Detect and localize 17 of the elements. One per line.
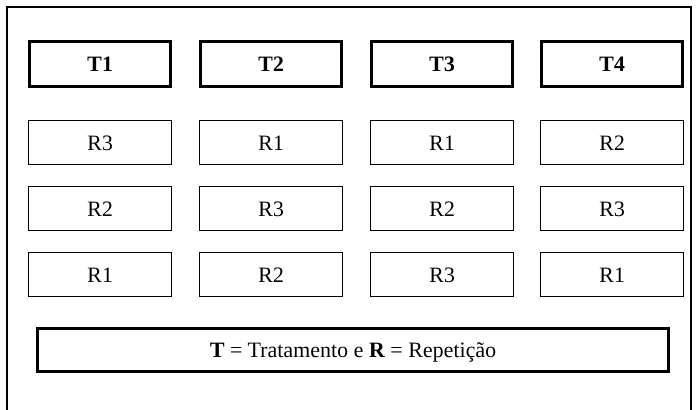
plot-cell: R1: [28, 252, 172, 297]
plot-cell: R1: [199, 120, 343, 165]
plot-cell: R2: [199, 252, 343, 297]
plot-cell: R2: [28, 186, 172, 231]
legend-box: T = Tratamento e R = Repetição: [36, 327, 670, 373]
treatment-header: T4: [540, 40, 684, 88]
treatment-header: T2: [199, 40, 343, 88]
plot-cell: R1: [540, 252, 684, 297]
treatment-header: T1: [28, 40, 172, 88]
plot-cell: R1: [370, 120, 514, 165]
treatment-header: T3: [370, 40, 514, 88]
plot-cell: R3: [28, 120, 172, 165]
plot-cell: R2: [540, 120, 684, 165]
plot-cell: R3: [370, 252, 514, 297]
plot-cell: R3: [199, 186, 343, 231]
plot-cell: R2: [370, 186, 514, 231]
plot-cell: R3: [540, 186, 684, 231]
